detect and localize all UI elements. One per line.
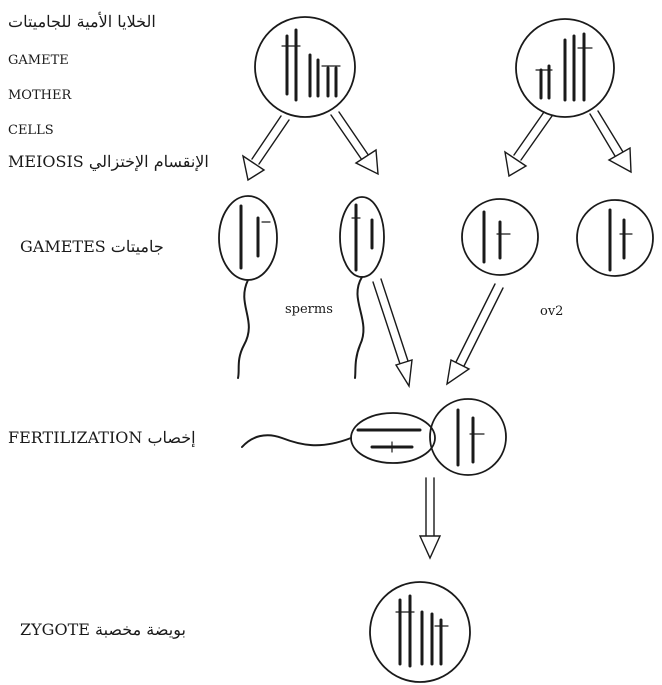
ovum-gamete-2 (576, 199, 654, 277)
sperm-gamete-1 (218, 195, 278, 379)
ova-label: ov2 (540, 304, 564, 319)
mother-cell-1 (254, 16, 356, 118)
gamete-label: GAMETE (8, 53, 69, 68)
mother-cells-label-ar: الخلايا الأمية للجاميتات (8, 12, 156, 31)
mother-cell-2 (515, 18, 615, 118)
zygote-arrow (418, 477, 442, 560)
zygote-cell (369, 581, 471, 683)
mother-label: MOTHER (8, 88, 72, 103)
meiosis-label: الإنقسام الإختزالي MEIOSIS (8, 152, 209, 171)
ovum-gamete-1 (461, 198, 539, 276)
meiosis-arrows (241, 110, 632, 182)
sperm-gamete-2 (339, 196, 385, 379)
fertilization-sperm (241, 412, 436, 464)
gametes-label: جاميتات GAMETES (20, 237, 164, 256)
fertilization-egg (429, 398, 507, 476)
zygote-label: بويضة مخصبة ZYGOTE (20, 620, 186, 639)
fertilization-arrows (372, 278, 504, 389)
sperms-label: sperms (285, 302, 333, 317)
fertilization-label: إخصاب FERTILIZATION (8, 428, 196, 447)
cells-label: CELLS (8, 123, 54, 138)
